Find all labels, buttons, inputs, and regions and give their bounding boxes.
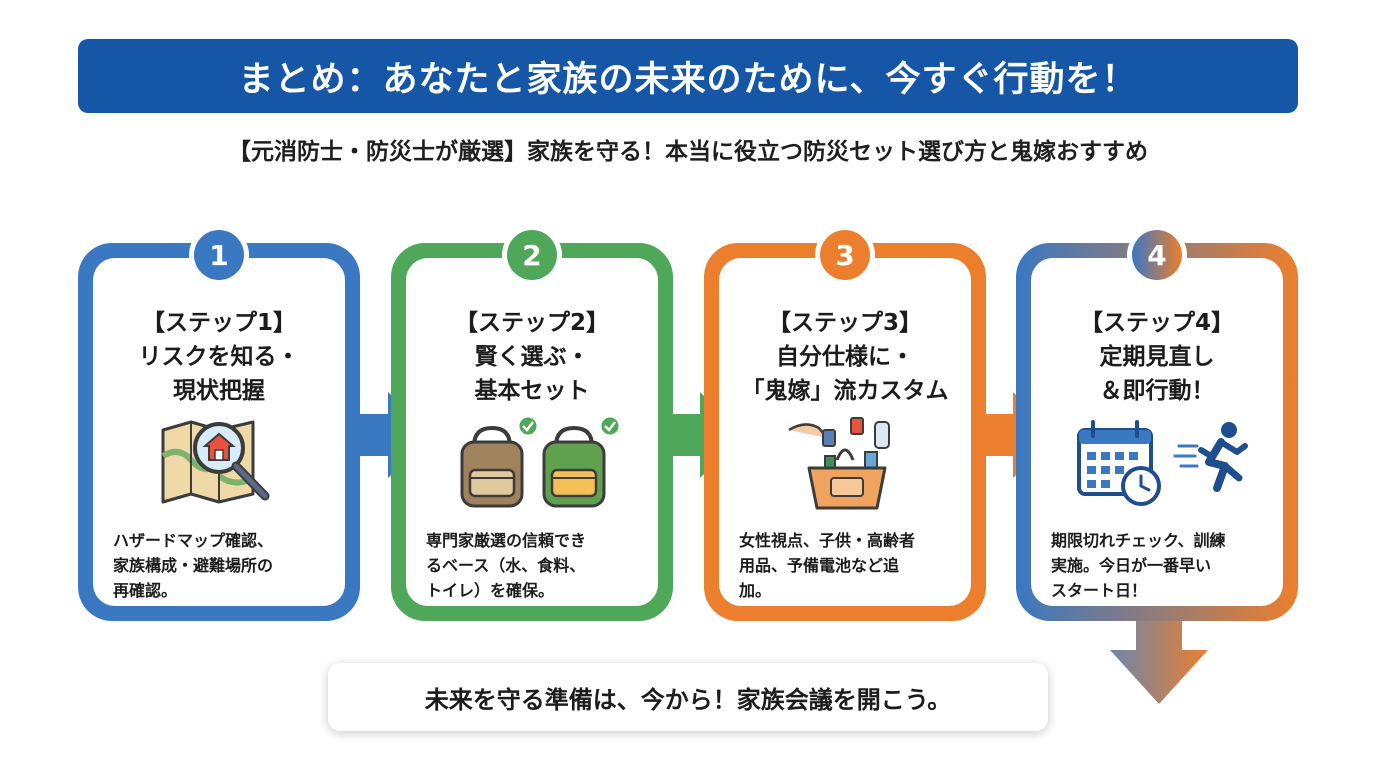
step-3-label: 【ステップ3】 [767, 310, 922, 336]
arrow-down [1110, 610, 1208, 704]
step-2-description: 専門家厳選の信頼でき るベース（水、食料、 トイレ）を確保。 [426, 528, 638, 603]
step-4-description: 期限切れチェック、訓練 実施。今日が一番早い スタート日！ [1051, 528, 1263, 603]
step-4-description-line3: スタート日！ [1051, 581, 1148, 600]
step-1-heading: 【ステップ1】 リスクを知る・ 現状把握 [93, 306, 345, 408]
step-card-2: 【ステップ2】 賢く選ぶ・ 基本セット 専門家厳選の信頼でき るベース（水、食料… [391, 243, 673, 621]
step-3-description-line1: 女性視点、子供・高齢者 [739, 531, 916, 550]
step-card-3-body: 【ステップ3】 自分仕様に・ 「鬼嫁」流カスタム 女性視点、子供・高齢者 用品、… [719, 258, 971, 606]
step-1-description-line3: 再確認。 [113, 581, 178, 600]
step-3-title-line2: 「鬼嫁」流カスタム [741, 378, 949, 404]
step-2-title-line2: 基本セット [474, 378, 590, 404]
step-2-badge: 2 [502, 225, 562, 285]
step-1-description: ハザードマップ確認、 家族構成・避難場所の 再確認。 [113, 528, 325, 603]
step-card-1-body: 【ステップ1】 リスクを知る・ 現状把握 ハザードマップ確認、 家族構成・避難場… [93, 258, 345, 606]
call-to-action-box: 未来を守る準備は、今から！家族会議を開こう。 [328, 663, 1048, 731]
step-2-title-line1: 賢く選ぶ・ [474, 344, 590, 370]
step-2-label: 【ステップ2】 [454, 310, 609, 336]
custom-bag-icon [788, 417, 890, 510]
page-subtitle: 【元消防士・防災士が厳選】家族を守る！本当に役立つ防災セット選び方と鬼嫁おすすめ [228, 139, 1148, 165]
step-4-description-line1: 期限切れチェック、訓練 [1051, 531, 1226, 550]
step-2-description-line3: トイレ）を確保。 [426, 581, 555, 600]
step-4-heading: 【ステップ4】 定期見直し ＆即行動！ [1031, 306, 1283, 408]
step-1-number: 1 [194, 230, 244, 280]
calendar-runner-icon [1077, 420, 1248, 506]
step-card-3: 【ステップ3】 自分仕様に・ 「鬼嫁」流カスタム 女性視点、子供・高齢者 用品、… [704, 243, 986, 621]
step-3-title-line1: 自分仕様に・ [776, 344, 914, 370]
map-magnifier-icon [161, 420, 270, 504]
step-4-label: 【ステップ4】 [1079, 310, 1234, 336]
step-1-description-line1: ハザードマップ確認、 [113, 531, 274, 550]
step-3-description-line3: 加。 [739, 581, 772, 600]
step-card-1: 【ステップ1】 リスクを知る・ 現状把握 ハザードマップ確認、 家族構成・避難場… [78, 243, 360, 621]
step-1-title-line2: 現状把握 [173, 378, 265, 404]
page-title: まとめ：あなたと家族の未来のために、今すぐ行動を！ [238, 59, 1138, 100]
step-2-number: 2 [507, 230, 557, 280]
step-1-description-line2: 家族構成・避難場所の [113, 556, 274, 575]
title-banner: まとめ：あなたと家族の未来のために、今すぐ行動を！ [78, 39, 1298, 113]
step-3-description-line2: 用品、予備電池など追 [739, 556, 900, 575]
step-card-2-body: 【ステップ2】 賢く選ぶ・ 基本セット 専門家厳選の信頼でき るベース（水、食料… [406, 258, 658, 606]
step-2-heading: 【ステップ2】 賢く選ぶ・ 基本セット [406, 306, 658, 408]
step-3-badge: 3 [815, 225, 875, 285]
step-3-number: 3 [820, 230, 870, 280]
step-4-badge: 4 [1127, 225, 1187, 285]
step-4-number: 4 [1132, 230, 1182, 280]
step-card-4: 【ステップ4】 定期見直し ＆即行動！ 期限切 [1016, 243, 1298, 621]
step-1-title-line1: リスクを知る・ [138, 344, 300, 370]
step-1-badge: 1 [189, 225, 249, 285]
call-to-action-text: 未来を守る準備は、今から！家族会議を開こう。 [424, 685, 952, 714]
step-2-description-line2: るベース（水、食料、 [426, 556, 586, 575]
step-4-description-line2: 実施。今日が一番早い [1051, 556, 1212, 575]
step-4-title-line2: ＆即行動！ [1099, 378, 1215, 404]
step-card-4-body: 【ステップ4】 定期見直し ＆即行動！ 期限切 [1031, 258, 1283, 606]
step-3-heading: 【ステップ3】 自分仕様に・ 「鬼嫁」流カスタム [719, 306, 971, 408]
step-4-title-line1: 定期見直し [1099, 344, 1215, 370]
step-1-label: 【ステップ1】 [141, 310, 296, 336]
backpacks-check-icon [460, 416, 620, 508]
step-2-description-line1: 専門家厳選の信頼でき [426, 531, 587, 550]
step-3-description: 女性視点、子供・高齢者 用品、予備電池など追 加。 [739, 528, 951, 603]
